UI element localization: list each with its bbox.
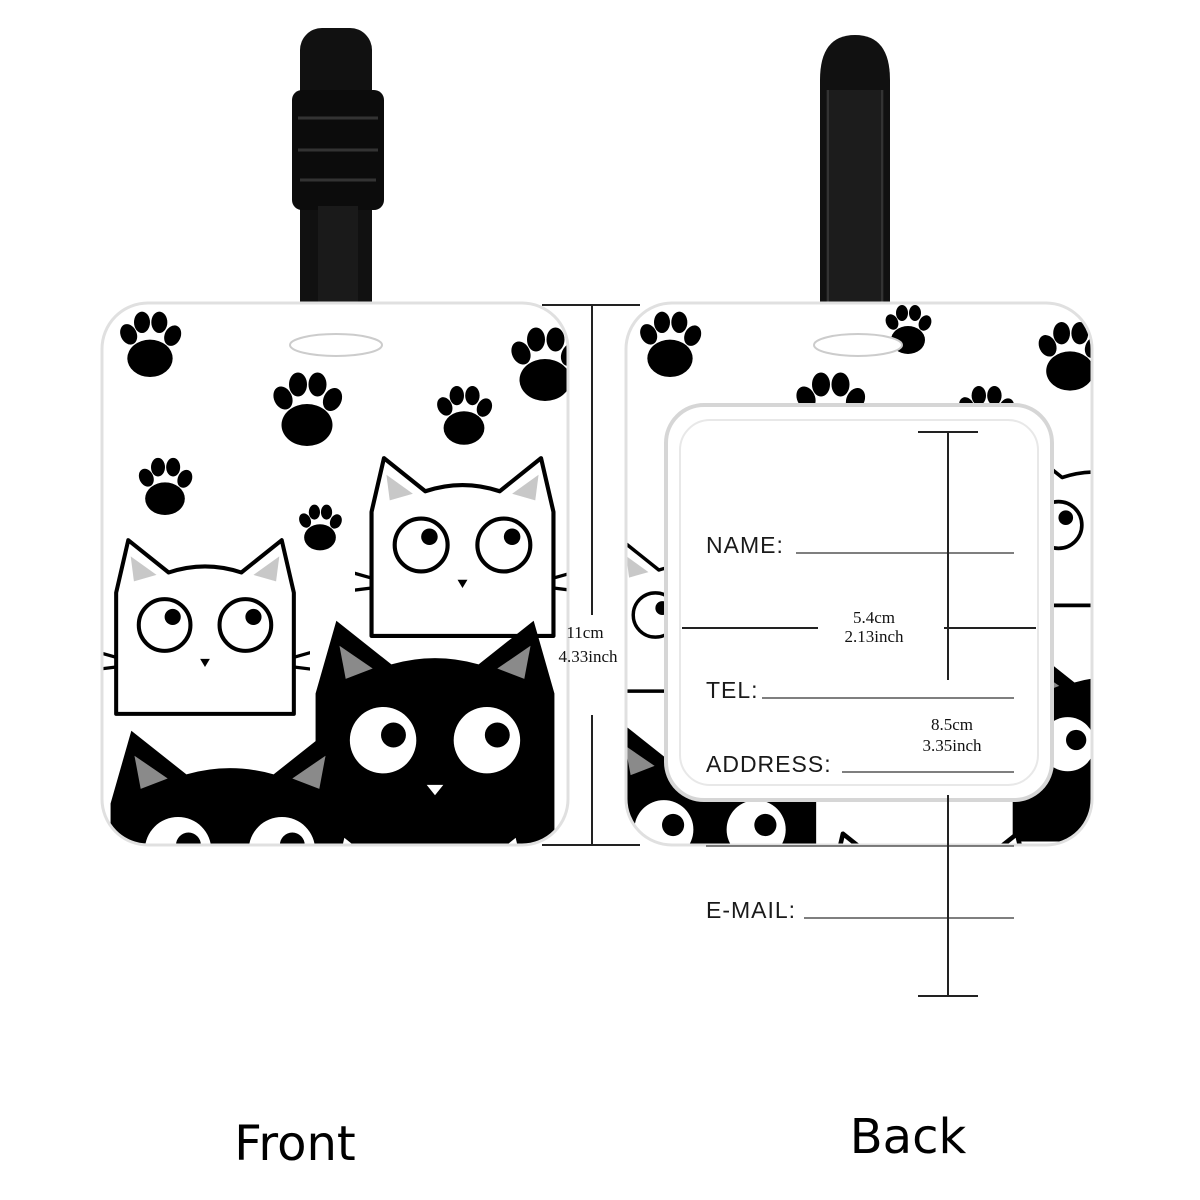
white-cat-icon — [88, 540, 322, 714]
white-cat-icon — [797, 834, 1063, 1031]
back-tag: NAME: TEL: ADDRESS: E-MAIL: 5.4cm 2.13in… — [624, 35, 1094, 1031]
height-dimension: 11cm 4.33inch — [542, 304, 640, 846]
white-cat-icon — [297, 834, 563, 1031]
tel-field-label: TEL: — [706, 677, 759, 703]
inner-height-dimension: 8.5cm 3.35inch — [918, 431, 982, 997]
inner-height-inch-label: 3.35inch — [922, 736, 982, 755]
height-inch-label: 4.33inch — [558, 647, 618, 666]
email-field-label: E-MAIL: — [706, 897, 796, 923]
address-field-label: ADDRESS: — [706, 751, 832, 777]
width-inch-label: 2.13inch — [844, 627, 904, 646]
front-caption: Front — [234, 1116, 355, 1172]
address-form: NAME: TEL: ADDRESS: E-MAIL: — [706, 532, 1014, 923]
back-caption: Back — [850, 1109, 967, 1165]
height-cm-label: 11cm — [566, 623, 603, 642]
front-tag — [88, 28, 583, 1031]
inner-height-cm-label: 8.5cm — [931, 715, 973, 734]
white-cat-icon — [343, 458, 583, 636]
width-cm-label: 5.4cm — [853, 608, 895, 627]
inner-width-dimension: 5.4cm 2.13inch — [682, 608, 1036, 646]
front-strap — [292, 28, 384, 358]
name-field-label: NAME: — [706, 532, 784, 558]
